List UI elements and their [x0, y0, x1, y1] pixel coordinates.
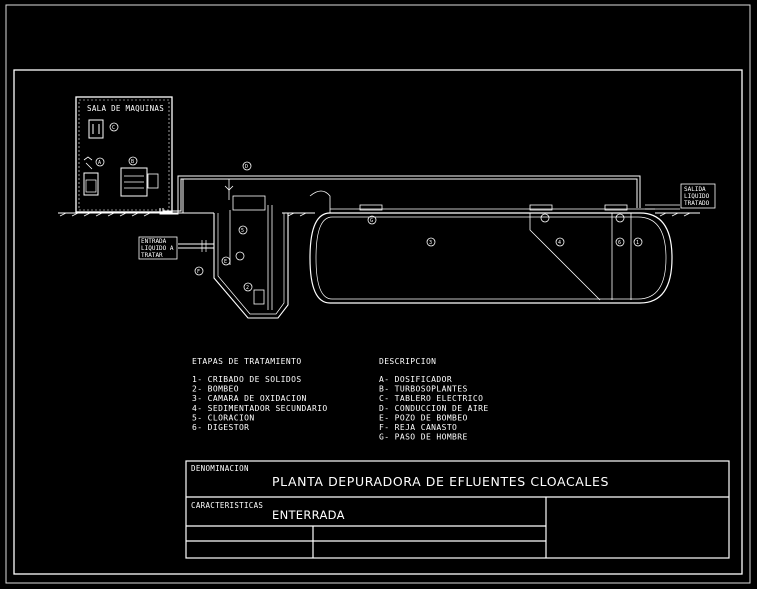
drawing-title: PLANTA DEPURADORA DE EFLUENTES CLOACALES [272, 474, 609, 489]
marker-b: B [131, 159, 134, 165]
denominacion-label: DENOMINACION [191, 464, 249, 473]
stage-item: 1- CRIBADO DE SOLIDOS [192, 375, 302, 384]
caracteristicas-value: ENTERRADA [272, 508, 345, 522]
description-item: C- TABLERO ELECTRICO [379, 394, 483, 403]
outlet-label-box [680, 183, 716, 209]
main-tank [309, 190, 680, 304]
dosing-unit [83, 172, 99, 196]
description-item: A- DOSIFICADOR [379, 375, 452, 384]
air-pipe [159, 161, 641, 215]
outer-border [5, 4, 751, 584]
marker-a: A [98, 160, 101, 166]
marker-4: 4 [558, 240, 561, 246]
marker-2: 2 [246, 285, 249, 291]
marker-e: E [224, 259, 227, 265]
description-item: B- TURBOSOPLANTES [379, 385, 468, 394]
description-title: DESCRIPCION [379, 357, 436, 366]
stage-item: 3- CAMARA DE OXIDACION [192, 394, 307, 403]
machine-room-label: SALA DE MAQUINAS [87, 104, 164, 113]
marker-circle-b [128, 156, 138, 166]
machine-room [75, 96, 173, 213]
stages-title: ETAPAS DE TRATAMIENTO [192, 357, 302, 366]
manhole-2 [529, 204, 553, 211]
marker-6: 6 [618, 240, 621, 246]
blower-unit [120, 167, 148, 197]
marker-5: 5 [241, 228, 244, 234]
manhole-1 [359, 204, 383, 211]
stage-item: 2- BOMBEO [192, 385, 239, 394]
inlet-label-box [138, 236, 178, 260]
title-block [185, 460, 730, 559]
outlet-label-line-1: SALIDA [684, 186, 706, 193]
description-item: D- CONDUCCION DE AIRE [379, 404, 489, 413]
stage-item: 4- SEDIMENTADOR SECUNDARIO [192, 404, 328, 413]
description-item: F- REJA CANASTO [379, 423, 457, 432]
inlet-label-line-3: TRATAR [141, 252, 163, 259]
marker-1: 1 [636, 240, 639, 246]
description-item: G- PASO DE HOMBRE [379, 433, 468, 442]
manhole-3 [604, 204, 628, 211]
marker-d: D [245, 164, 248, 170]
marker-circle-a [95, 157, 105, 167]
pump-well [178, 195, 289, 319]
marker-g-1: G [370, 218, 373, 224]
inlet-label-line-2: LIQUIDO A [141, 245, 174, 252]
outlet-label-line-3: TRATADO [684, 200, 710, 207]
inlet-label-line-1: ENTRADA [141, 238, 167, 245]
description-item: E- POZO DE BOMBEO [379, 413, 468, 422]
drawing-frame [13, 69, 743, 575]
stage-item: 5- CLORACION [192, 413, 255, 422]
marker-c: C [112, 125, 115, 131]
marker-circle-d [242, 161, 252, 171]
marker-f: F [197, 269, 200, 275]
caracteristicas-label: CARACTERISTICAS [191, 501, 263, 510]
stage-item: 6- DIGESTOR [192, 423, 249, 432]
marker-circle-c [109, 122, 119, 132]
outlet-label-line-2: LIQUIDO [684, 193, 710, 200]
marker-3: 3 [429, 240, 432, 246]
ground-line [58, 212, 700, 217]
